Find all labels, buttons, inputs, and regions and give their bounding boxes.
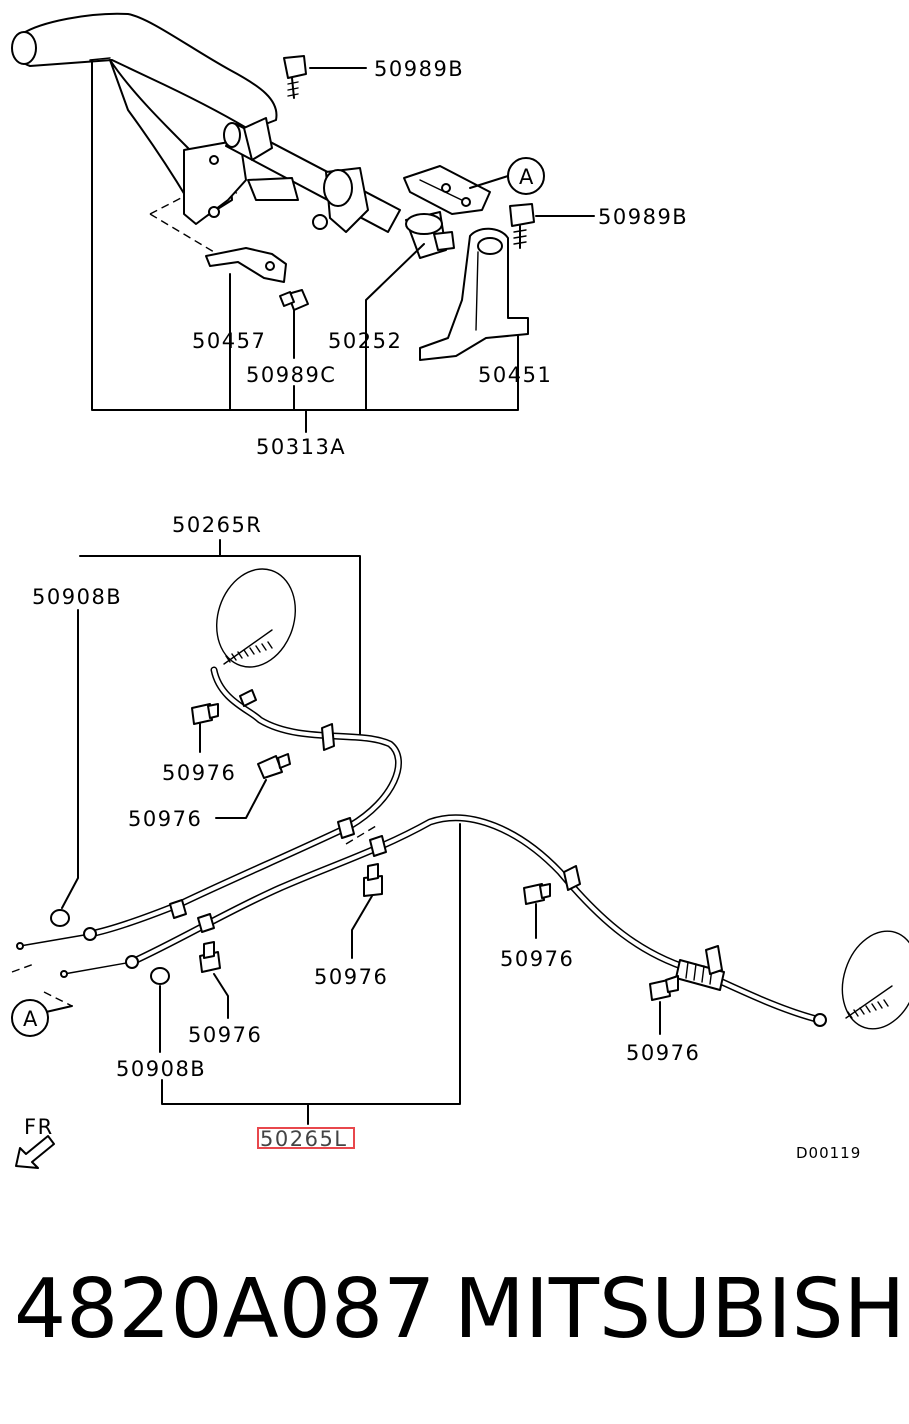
label-drawing-code: D00119: [796, 1144, 861, 1162]
grommet-lower: [150, 967, 170, 985]
highlight-box: [257, 1127, 355, 1149]
label-ref-a-top: A: [519, 165, 535, 189]
spring-right: [845, 985, 893, 1019]
detail-ellipse-right: [841, 930, 909, 1030]
lever-grip: [13, 12, 278, 131]
clip-bolt-5: [523, 883, 551, 905]
stand-bracket: [419, 227, 529, 361]
clip-bolt-2: [257, 753, 291, 779]
bolt-50989b-right: [509, 203, 535, 249]
brand-name: MITSUBISHI: [454, 1262, 909, 1357]
detail-ellipse-upper: [215, 568, 297, 668]
bolt-50989c: [279, 289, 309, 311]
label-ref-a-bottom: A: [23, 1007, 39, 1031]
label-clip-1: 50976: [162, 761, 236, 785]
label-bracket-right: 50451: [478, 363, 552, 387]
label-front: FR: [24, 1115, 54, 1139]
lever-assembly-drawing: [11, 12, 595, 433]
ref-circle-a-bottom: [11, 999, 49, 1037]
label-cable-right: 50265R: [172, 513, 262, 537]
bolt-50989b-top: [283, 55, 307, 99]
grommet-upper: [50, 909, 70, 927]
label-clip-3: 50976: [314, 965, 388, 989]
label-grommet-bottom: 50908B: [116, 1057, 206, 1081]
small-bracket: [205, 247, 287, 283]
grip-end: [11, 31, 37, 65]
label-clip-6: 50976: [626, 1041, 700, 1065]
label-grommet-top: 50908B: [32, 585, 122, 609]
label-switch: 50252: [328, 329, 402, 353]
clip-bolt-1: [191, 703, 219, 725]
brake-switch: [405, 211, 455, 259]
cable-assembly-drawing: [11, 539, 909, 1169]
label-bolt-top: 50989B: [374, 57, 464, 81]
label-cable-left-highlighted: 50265L: [260, 1127, 348, 1151]
label-clip-2: 50976: [128, 807, 202, 831]
label-assembly: 50313A: [256, 435, 346, 459]
label-bolt-right: 50989B: [598, 205, 688, 229]
clip-bolt-4: [199, 941, 221, 973]
label-bolt-lower: 50989C: [246, 363, 336, 387]
front-arrow-icon: [15, 1135, 55, 1169]
part-number: 4820A087: [14, 1262, 436, 1357]
ref-circle-a-top: [507, 157, 545, 195]
label-clip-5: 50976: [500, 947, 574, 971]
label-clip-4: 50976: [188, 1023, 262, 1047]
footer: 4820A087 MITSUBISHI: [14, 1262, 909, 1372]
label-bracket-left: 50457: [192, 329, 266, 353]
clip-bolt-6: [649, 975, 679, 1001]
clip-bolt-3: [363, 863, 383, 897]
spring-upper: [223, 629, 273, 665]
